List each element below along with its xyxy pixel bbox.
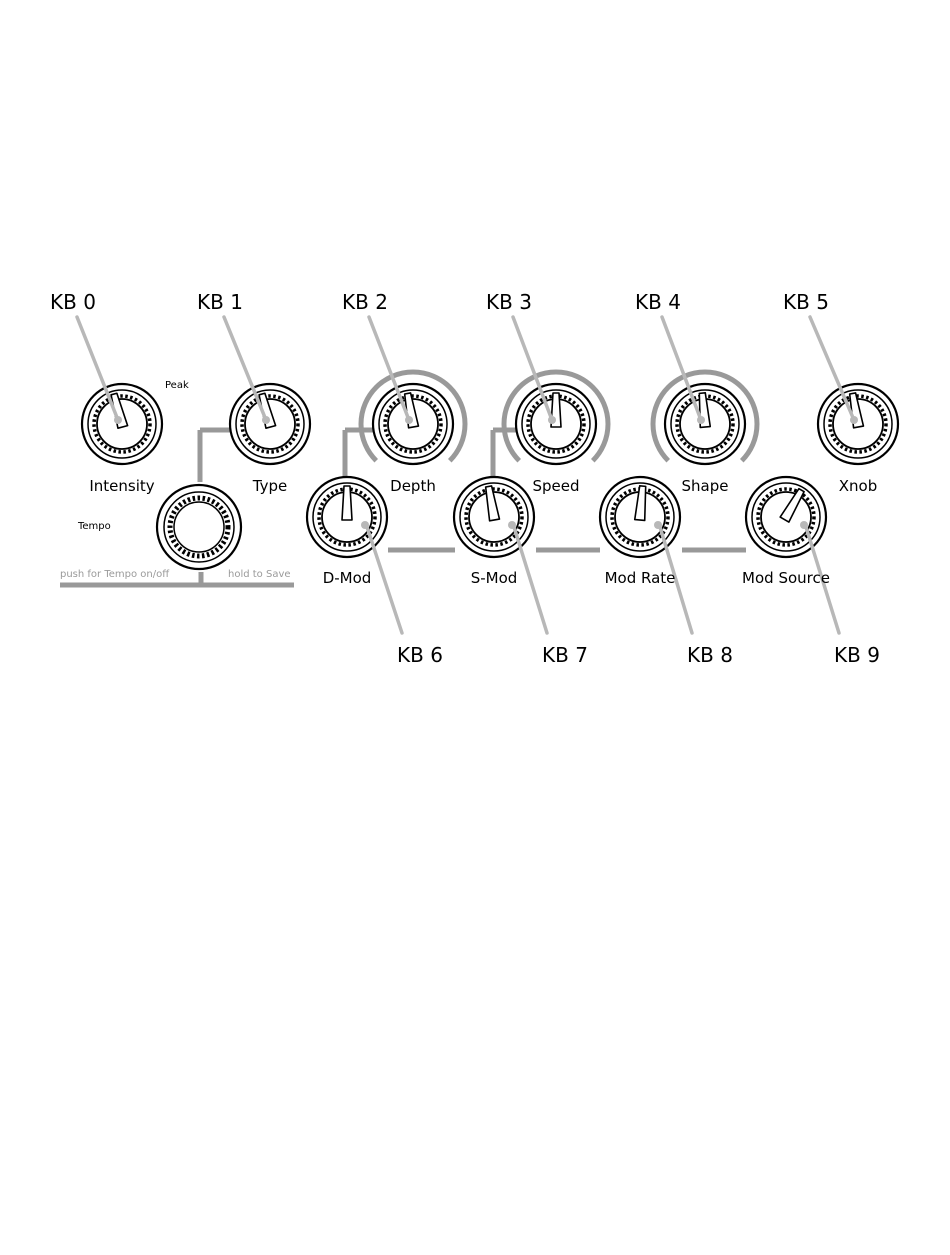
knob-label-9: Mod Source [742, 569, 830, 587]
knob-label-6: D-Mod [323, 569, 372, 587]
callout-kb-3: KB 3 [486, 290, 532, 314]
callout-kb-0: KB 0 [50, 290, 96, 314]
leader-dot-kb-7 [508, 521, 516, 529]
labels-layer: Peak Tempo push for Tempo on/off hold to… [50, 290, 880, 667]
callout-kb-6: KB 6 [397, 643, 443, 667]
leader-dot-kb-0 [114, 416, 122, 424]
leader-line-kb-7 [514, 527, 547, 633]
leader-line-kb-6 [367, 527, 402, 633]
knob-1-type[interactable] [230, 384, 310, 464]
rail-left-label: push for Tempo on/off [60, 569, 170, 580]
knob-7-s-mod[interactable] [454, 477, 534, 557]
leader-dot-kb-8 [654, 521, 662, 529]
rail-right-label: hold to Save [228, 569, 291, 580]
knob-label-4: Shape [682, 477, 729, 495]
leader-dot-kb-5 [850, 416, 858, 424]
peak-label: Peak [165, 380, 189, 391]
leader-dot-kb-9 [800, 521, 808, 529]
leader-dot-kb-3 [548, 416, 556, 424]
tempo-footswitch[interactable] [157, 485, 241, 569]
leader-dot-kb-1 [262, 416, 270, 424]
knob-5-xnob[interactable] [818, 384, 898, 464]
knob-8-mod-rate[interactable] [600, 477, 680, 557]
knob-6-d-mod-pointer [342, 486, 352, 520]
leader-dot-kb-4 [697, 416, 705, 424]
knobs-layer [82, 384, 898, 569]
knob-label-3: Speed [532, 477, 579, 495]
callout-kb-7: KB 7 [542, 643, 588, 667]
knob-0-intensity[interactable] [82, 384, 162, 464]
knob-label-8: Mod Rate [605, 569, 676, 587]
callout-kb-8: KB 8 [687, 643, 733, 667]
knob-label-2: Depth [390, 477, 436, 495]
knob-label-1: Type [252, 477, 287, 495]
leader-dot-kb-6 [361, 521, 369, 529]
knob-label-5: Xnob [839, 477, 877, 495]
knob-3-speed[interactable] [516, 384, 596, 464]
callout-kb-9: KB 9 [834, 643, 880, 667]
knob-4-shape[interactable] [665, 384, 745, 464]
leader-dot-kb-2 [405, 416, 413, 424]
knob-9-mod-source[interactable] [746, 477, 826, 557]
callout-kb-4: KB 4 [635, 290, 681, 314]
callout-kb-2: KB 2 [342, 290, 388, 314]
tempo-label: Tempo [77, 521, 111, 532]
knob-label-7: S-Mod [471, 569, 518, 587]
knob-2-depth[interactable] [373, 384, 453, 464]
knob-label-0: Intensity [89, 477, 154, 495]
callout-kb-5: KB 5 [783, 290, 829, 314]
callout-kb-1: KB 1 [197, 290, 243, 314]
knob-6-d-mod[interactable] [307, 477, 387, 557]
